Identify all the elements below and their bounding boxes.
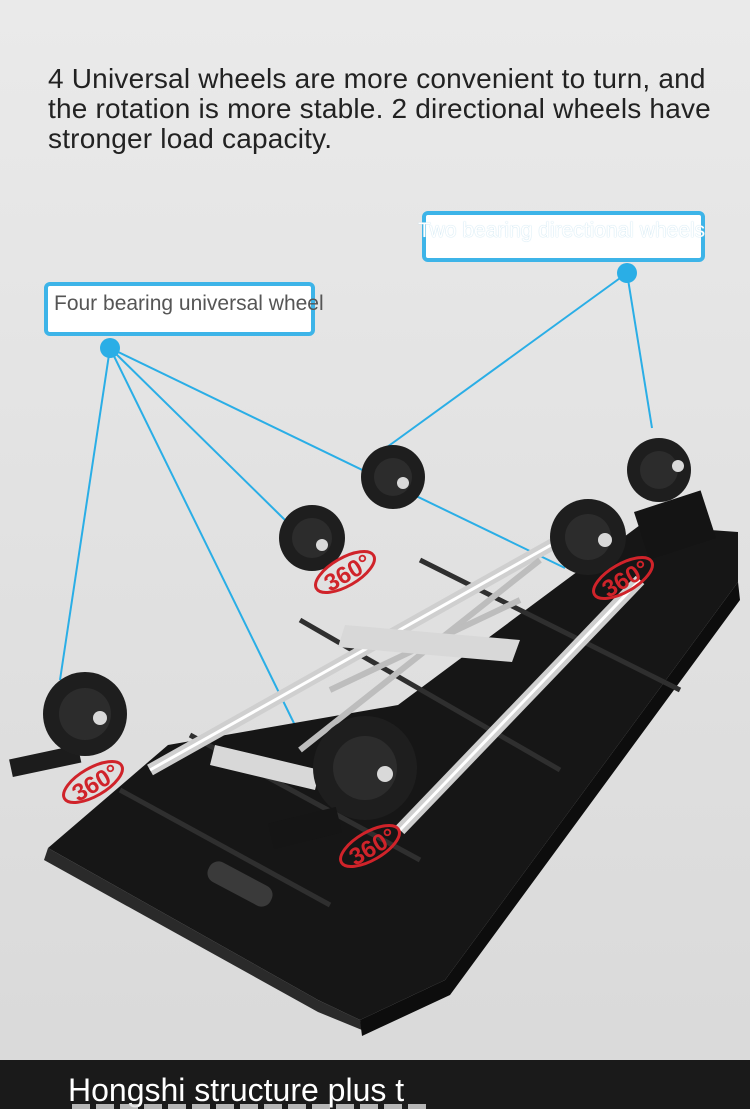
footer-banner: Hongshi structure plus t	[0, 1060, 750, 1109]
wheel-back-left	[361, 445, 425, 509]
wheel-front-center	[267, 716, 417, 850]
directional-wheel-label: Two bearing directional wheels	[418, 219, 706, 242]
universal-wheel-label: Four bearing universal wheel	[54, 292, 324, 315]
footer-clipped-text	[72, 1104, 432, 1109]
directional-wheel-marker	[617, 263, 637, 283]
wheel-back-right-directional	[627, 438, 717, 560]
universal-wheel-marker	[100, 338, 120, 358]
wheel-mid-left	[279, 505, 345, 571]
directional-wheel-callout: Two bearing directional wheels	[418, 211, 705, 262]
chrome-rails	[147, 534, 645, 835]
headline-text: 4 Universal wheels are more convenient t…	[48, 63, 711, 154]
rotation-arrows	[62, 550, 654, 868]
footer-caption: Hongshi structure plus t	[68, 1072, 405, 1108]
universal-wheel-callout: Four bearing universal wheel	[44, 282, 324, 336]
wheel-center-right	[550, 499, 626, 575]
wheel-front-left	[9, 672, 127, 778]
